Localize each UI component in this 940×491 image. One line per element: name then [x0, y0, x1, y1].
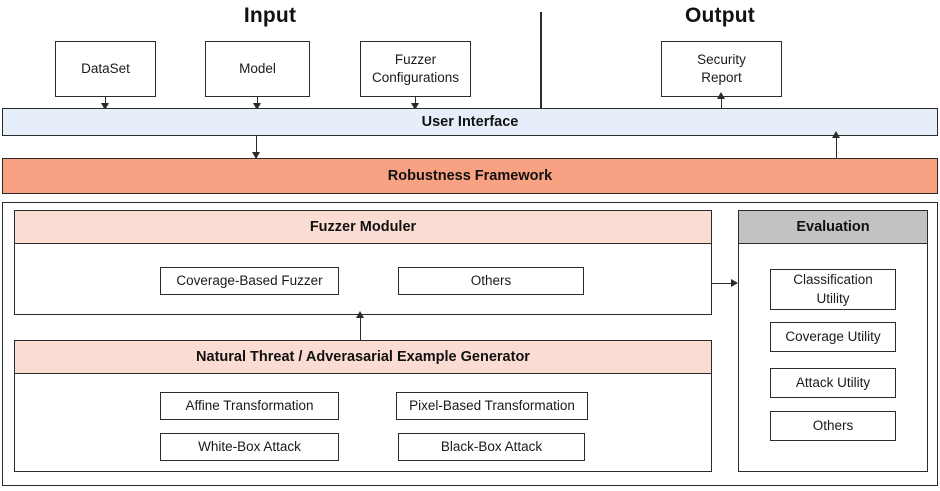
band-user-interface-label: User Interface	[421, 114, 519, 130]
input-output-divider	[540, 12, 542, 108]
fuzzer-item-others-label: Others	[470, 272, 512, 288]
evaluation-item-others[interactable]: Others	[770, 411, 896, 441]
generator-item-white-box-attack[interactable]: White-Box Attack	[160, 433, 339, 461]
arrowhead-ui-to-framework	[251, 152, 260, 159]
panel-fuzzer-moduler-title: Fuzzer Moduler	[309, 219, 417, 235]
output-node-security-report[interactable]: Security Report	[661, 41, 782, 97]
generator-item-pixel-based-transformation[interactable]: Pixel-Based Transformation	[396, 392, 588, 420]
evaluation-item-coverage-utility-label: Coverage Utility	[785, 328, 881, 344]
generator-item-affine-transformation[interactable]: Affine Transformation	[160, 392, 339, 420]
connector-ui-to-security-report	[721, 97, 723, 109]
input-section-title: Input	[243, 4, 297, 27]
arrowhead-fuzzer-config-to-ui	[410, 103, 419, 110]
generator-item-black-box-attack[interactable]: Black-Box Attack	[398, 433, 585, 461]
evaluation-item-classification-utility[interactable]: Classification Utility	[770, 269, 896, 310]
input-node-model[interactable]: Model	[205, 41, 310, 97]
generator-item-white-box-attack-label: White-Box Attack	[198, 438, 301, 454]
evaluation-item-classification-utility-label: Classification Utility	[793, 272, 873, 306]
fuzzer-item-coverage-based-fuzzer-label: Coverage-Based Fuzzer	[176, 272, 323, 288]
connector-dataset-to-ui	[105, 97, 107, 108]
evaluation-item-attack-utility-label: Attack Utility	[795, 374, 871, 390]
input-node-fuzzer-configurations-label: Fuzzer Configurations	[371, 51, 460, 85]
arrowhead-dataset-to-ui	[100, 103, 109, 110]
panel-generator-header: Natural Threat / Adverasarial Example Ge…	[15, 341, 711, 374]
panel-fuzzer-moduler: Fuzzer Moduler	[14, 210, 712, 315]
evaluation-item-attack-utility[interactable]: Attack Utility	[770, 368, 896, 398]
band-user-interface[interactable]: User Interface	[2, 108, 938, 136]
panel-evaluation-header: Evaluation	[739, 211, 927, 244]
connector-fuzzer-to-evaluation	[712, 283, 732, 285]
connector-generator-to-fuzzer	[360, 316, 362, 340]
arrowhead-ui-to-security-report	[716, 92, 725, 99]
connector-framework-to-ui	[836, 136, 838, 158]
output-section-title: Output	[684, 4, 755, 27]
fuzzer-item-others[interactable]: Others	[398, 267, 584, 295]
connector-fuzzer-config-to-ui	[415, 97, 417, 108]
panel-evaluation-title: Evaluation	[796, 219, 870, 235]
input-node-dataset[interactable]: DataSet	[55, 41, 156, 97]
connector-ui-to-framework	[256, 136, 258, 158]
band-robustness-framework-label: Robustness Framework	[387, 168, 553, 184]
generator-item-black-box-attack-label: Black-Box Attack	[440, 438, 543, 454]
input-node-dataset-label: DataSet	[81, 60, 130, 76]
arrowhead-fuzzer-to-evaluation	[731, 279, 738, 287]
output-node-security-report-label: Security Report	[697, 51, 746, 85]
connector-model-to-ui	[257, 97, 259, 108]
panel-generator: Natural Threat / Adverasarial Example Ge…	[14, 340, 712, 472]
panel-fuzzer-moduler-header: Fuzzer Moduler	[15, 211, 711, 244]
evaluation-item-coverage-utility[interactable]: Coverage Utility	[770, 322, 896, 352]
panel-generator-title: Natural Threat / Adverasarial Example Ge…	[196, 349, 530, 365]
arrowhead-generator-to-fuzzer	[355, 311, 364, 318]
arrowhead-framework-to-ui	[831, 131, 840, 138]
generator-item-pixel-based-transformation-label: Pixel-Based Transformation	[409, 397, 575, 413]
evaluation-item-others-label: Others	[812, 417, 854, 433]
band-robustness-framework[interactable]: Robustness Framework	[2, 158, 938, 194]
fuzzer-item-coverage-based-fuzzer[interactable]: Coverage-Based Fuzzer	[160, 267, 339, 295]
generator-item-affine-transformation-label: Affine Transformation	[185, 397, 314, 413]
input-node-fuzzer-configurations[interactable]: Fuzzer Configurations	[360, 41, 471, 97]
arrowhead-model-to-ui	[252, 103, 261, 110]
input-node-model-label: Model	[239, 60, 276, 76]
